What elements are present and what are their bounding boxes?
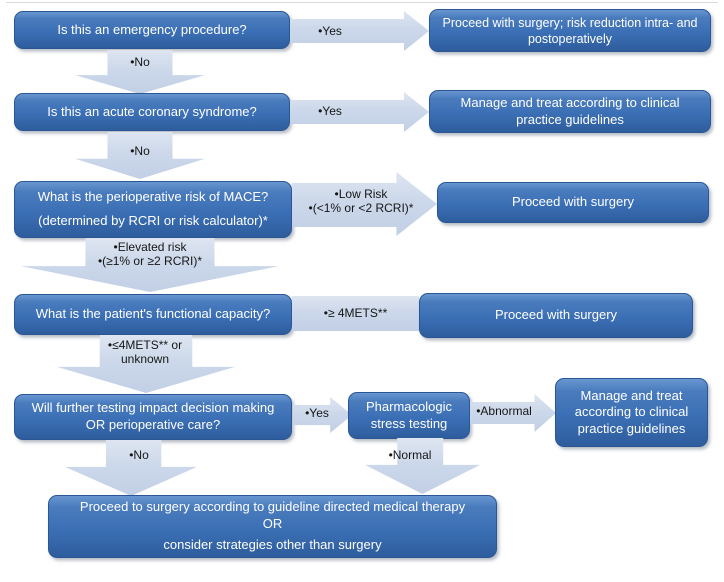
label-low-risk-line2: •(<1% or <2 RCRI)*	[308, 201, 414, 216]
label-no-2: •No	[130, 144, 150, 158]
label-normal: •Normal	[388, 448, 432, 462]
label-yes-2: •Yes	[318, 104, 342, 118]
label-low-risk-line1: •Low Risk	[334, 187, 388, 201]
label-mets-high: •≥ 4METS**	[323, 306, 388, 320]
node-acs-question: Is this an acute coronary syndrome?	[14, 93, 290, 131]
node-functional-capacity-question-text: What is the patient's functional capacit…	[35, 306, 271, 322]
node-final-recommendation-line3: consider strategies other than surgery	[163, 537, 382, 553]
node-proceed-surgery-risk-reduction-text: Proceed with surgery; risk reduction int…	[442, 15, 698, 46]
label-mets-low: •≤4METS** or unknown	[86, 338, 204, 367]
node-emergency-question-text: Is this an emergency procedure?	[57, 21, 247, 37]
label-low-risk: •Low Risk •(<1% or <2 RCRI)*	[291, 187, 431, 216]
node-manage-treat-guidelines-1: Manage and treat according to clinical p…	[429, 90, 711, 133]
node-proceed-surgery-risk-reduction: Proceed with surgery; risk reduction int…	[429, 9, 711, 52]
node-manage-treat-guidelines-1-text: Manage and treat according to clinical p…	[460, 94, 680, 127]
node-mace-risk-line1: What is the perioperative risk of MACE?	[37, 189, 269, 205]
node-functional-capacity-question: What is the patient's functional capacit…	[14, 294, 292, 335]
connector-mets-high	[292, 296, 419, 331]
label-yes-1: •Yes	[318, 24, 342, 38]
node-pharmacologic-stress-testing: Pharmacologic stress testing	[348, 392, 470, 439]
node-proceed-with-surgery-1-text: Proceed with surgery	[511, 194, 635, 210]
label-yes-3: •Yes	[305, 406, 329, 420]
label-mets-low-line2: unknown	[120, 352, 170, 367]
node-further-testing-question-text: Will further testing impact decision mak…	[31, 400, 275, 432]
node-pharmacologic-stress-testing-text: Pharmacologic stress testing	[366, 398, 452, 431]
figure-top-border	[6, 2, 718, 3]
node-final-recommendation: Proceed to surgery according to guidelin…	[48, 495, 497, 558]
node-mace-risk-question: What is the perioperative risk of MACE? …	[14, 181, 292, 238]
node-proceed-with-surgery-2: Proceed with surgery	[419, 293, 693, 338]
label-abnormal: •Abnormal	[476, 404, 532, 418]
node-manage-treat-guidelines-2-text: Manage and treat according to clinical p…	[574, 387, 689, 436]
node-final-recommendation-line1: Proceed to surgery according to guidelin…	[79, 499, 466, 515]
label-no-1: •No	[130, 55, 150, 69]
label-elevated-risk: •Elevated risk •(≥1% or ≥2 RCRI)*	[60, 240, 240, 269]
label-elevated-risk-line1: •Elevated risk	[113, 240, 187, 254]
node-further-testing-question: Will further testing impact decision mak…	[14, 394, 292, 440]
node-acs-question-text: Is this an acute coronary syndrome?	[47, 103, 257, 119]
label-elevated-risk-line2: •(≥1% or ≥2 RCRI)*	[97, 254, 203, 269]
node-proceed-with-surgery-1: Proceed with surgery	[437, 182, 709, 223]
label-no-3: •No	[129, 448, 149, 462]
label-mets-low-line1: •≤4METS** or	[107, 338, 183, 352]
node-manage-treat-guidelines-2: Manage and treat according to clinical p…	[555, 378, 708, 447]
node-mace-risk-line2: (determined by RCRI or risk calculator)*	[38, 213, 268, 228]
node-emergency-question: Is this an emergency procedure?	[14, 11, 290, 49]
arrow-down-normal	[365, 438, 480, 494]
node-final-recommendation-line2: OR	[262, 515, 283, 531]
node-proceed-with-surgery-2-text: Proceed with surgery	[494, 307, 618, 323]
